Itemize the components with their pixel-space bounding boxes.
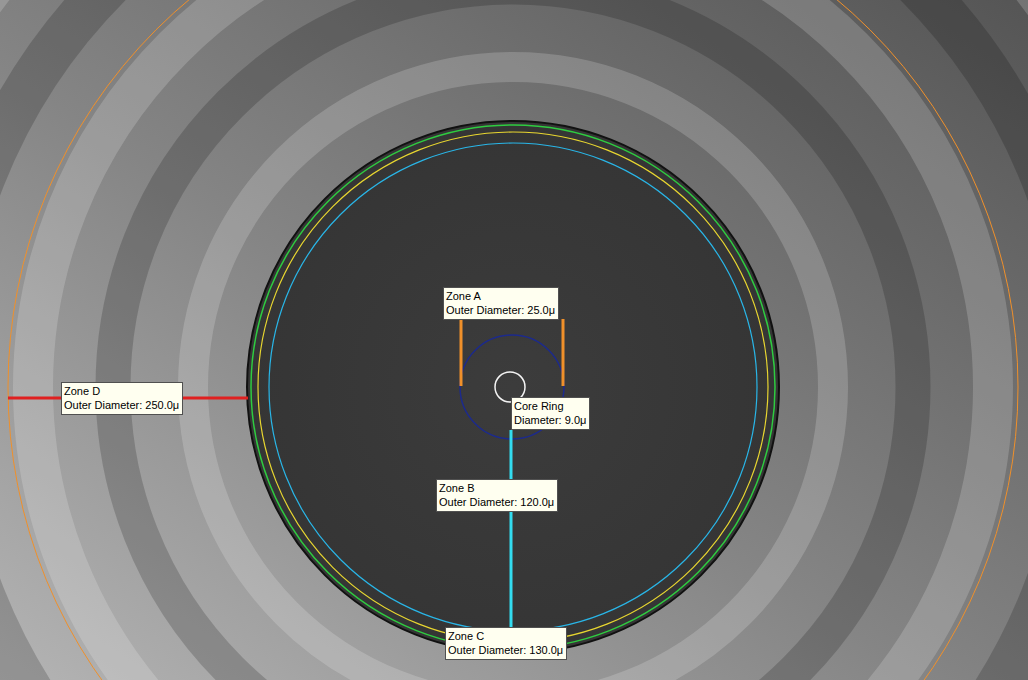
- zone-name: Core Ring: [514, 399, 586, 413]
- callout-box: Zone AOuter Diameter: 25.0μ: [443, 287, 559, 320]
- diameter-value: Outer Diameter: 120.0μ: [439, 495, 554, 509]
- zone-a-leader: [562, 319, 565, 386]
- zone-d-ring: [8, 0, 1018, 680]
- zone-b-leader: [510, 430, 513, 630]
- zone-c-inner-ring: [258, 132, 768, 642]
- zone-b-ring: [269, 143, 757, 631]
- zone-name: Zone A: [446, 289, 555, 303]
- callout-box: Zone BOuter Diameter: 120.0μ: [436, 479, 558, 512]
- callout-box: Core RingDiameter: 9.0μ: [511, 397, 590, 430]
- zone-a-leader: [460, 319, 463, 386]
- callout-box: Zone DOuter Diameter: 250.0μ: [61, 382, 183, 415]
- callout-box: Zone COuter Diameter: 130.0μ: [445, 627, 567, 660]
- diameter-value: Diameter: 9.0μ: [514, 413, 586, 427]
- zone-name: Zone D: [64, 384, 179, 398]
- diameter-value: Outer Diameter: 25.0μ: [446, 303, 555, 317]
- zone-name: Zone B: [439, 481, 554, 495]
- diameter-value: Outer Diameter: 130.0μ: [448, 643, 563, 657]
- diameter-value: Outer Diameter: 250.0μ: [64, 398, 179, 412]
- zone-name: Zone C: [448, 629, 563, 643]
- zone-c-ring: [251, 125, 775, 649]
- cladding-face: [247, 121, 779, 653]
